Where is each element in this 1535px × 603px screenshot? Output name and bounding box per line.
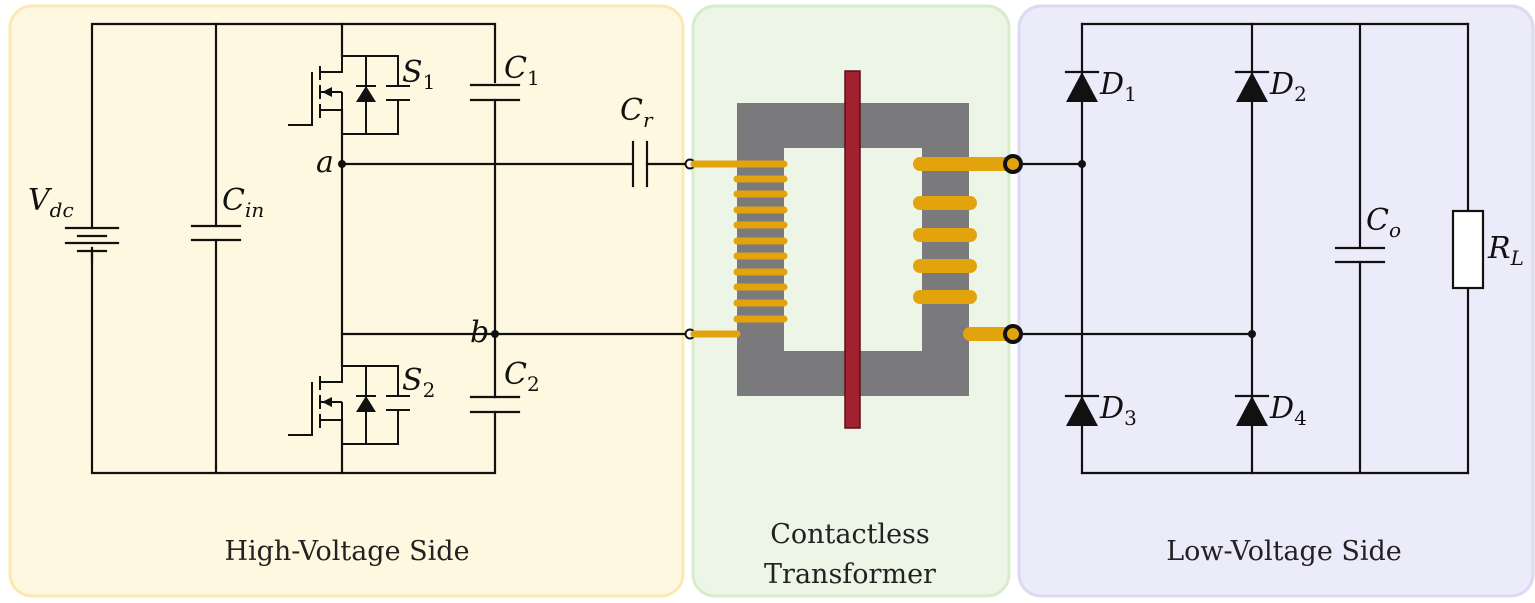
label-d3: D3 — [1099, 391, 1137, 430]
label-d4: D4 — [1269, 391, 1307, 430]
label-c1: C1 — [504, 51, 540, 90]
diode-d3 — [1064, 394, 1100, 426]
mosfet-s2 — [288, 365, 410, 445]
resistor-rl — [1451, 209, 1485, 290]
junction-b — [491, 330, 499, 338]
capacitor-c1 — [469, 83, 521, 399]
label-cin: Cin — [222, 183, 264, 222]
label-co: Co — [1366, 203, 1401, 242]
label-c2: C2 — [504, 357, 540, 396]
junction-a — [338, 160, 346, 168]
label-rl: RL — [1487, 231, 1524, 270]
high-voltage-circuit — [64, 22, 696, 475]
secondary-winding — [913, 157, 1017, 341]
label-vdc: Vdc — [28, 183, 74, 222]
diode-s1-icon — [356, 86, 376, 102]
caption-transformer-line2: Transformer — [764, 559, 936, 590]
terminal-secondary-top — [1003, 154, 1023, 174]
caption-low-voltage: Low-Voltage Side — [1166, 536, 1402, 567]
capacitor-co — [1334, 246, 1386, 264]
capacitor-cin — [190, 22, 242, 475]
label-s2: S2 — [402, 363, 435, 402]
label-node-b: b — [470, 315, 489, 350]
contactless-transformer — [690, 70, 1023, 429]
caption-transformer-line1: Contactless — [770, 519, 930, 550]
primary-winding — [733, 160, 788, 323]
junction-bridge-top — [1078, 160, 1086, 168]
diode-d1 — [1064, 70, 1100, 102]
diode-d4 — [1234, 394, 1270, 426]
diode-d2 — [1234, 70, 1270, 102]
capacitor-c2 — [469, 395, 521, 414]
low-voltage-panel — [1017, 4, 1535, 598]
insulation-barrier — [844, 70, 861, 429]
label-d2: D2 — [1269, 67, 1307, 106]
transformer-core — [737, 103, 969, 396]
caption-high-voltage: High-Voltage Side — [224, 536, 469, 567]
high-voltage-panel — [8, 4, 685, 598]
label-s1: S1 — [402, 55, 435, 94]
label-d1: D1 — [1099, 67, 1137, 106]
diode-s2-icon — [356, 396, 376, 412]
mosfet-s1 — [288, 55, 410, 135]
label-cr: Cr — [620, 93, 654, 132]
low-voltage-circuit — [1019, 22, 1485, 475]
battery-vdc — [64, 226, 120, 264]
terminal-secondary-bottom — [1003, 324, 1023, 344]
junction-bridge-bottom — [1248, 330, 1256, 338]
label-node-a: a — [316, 145, 334, 180]
